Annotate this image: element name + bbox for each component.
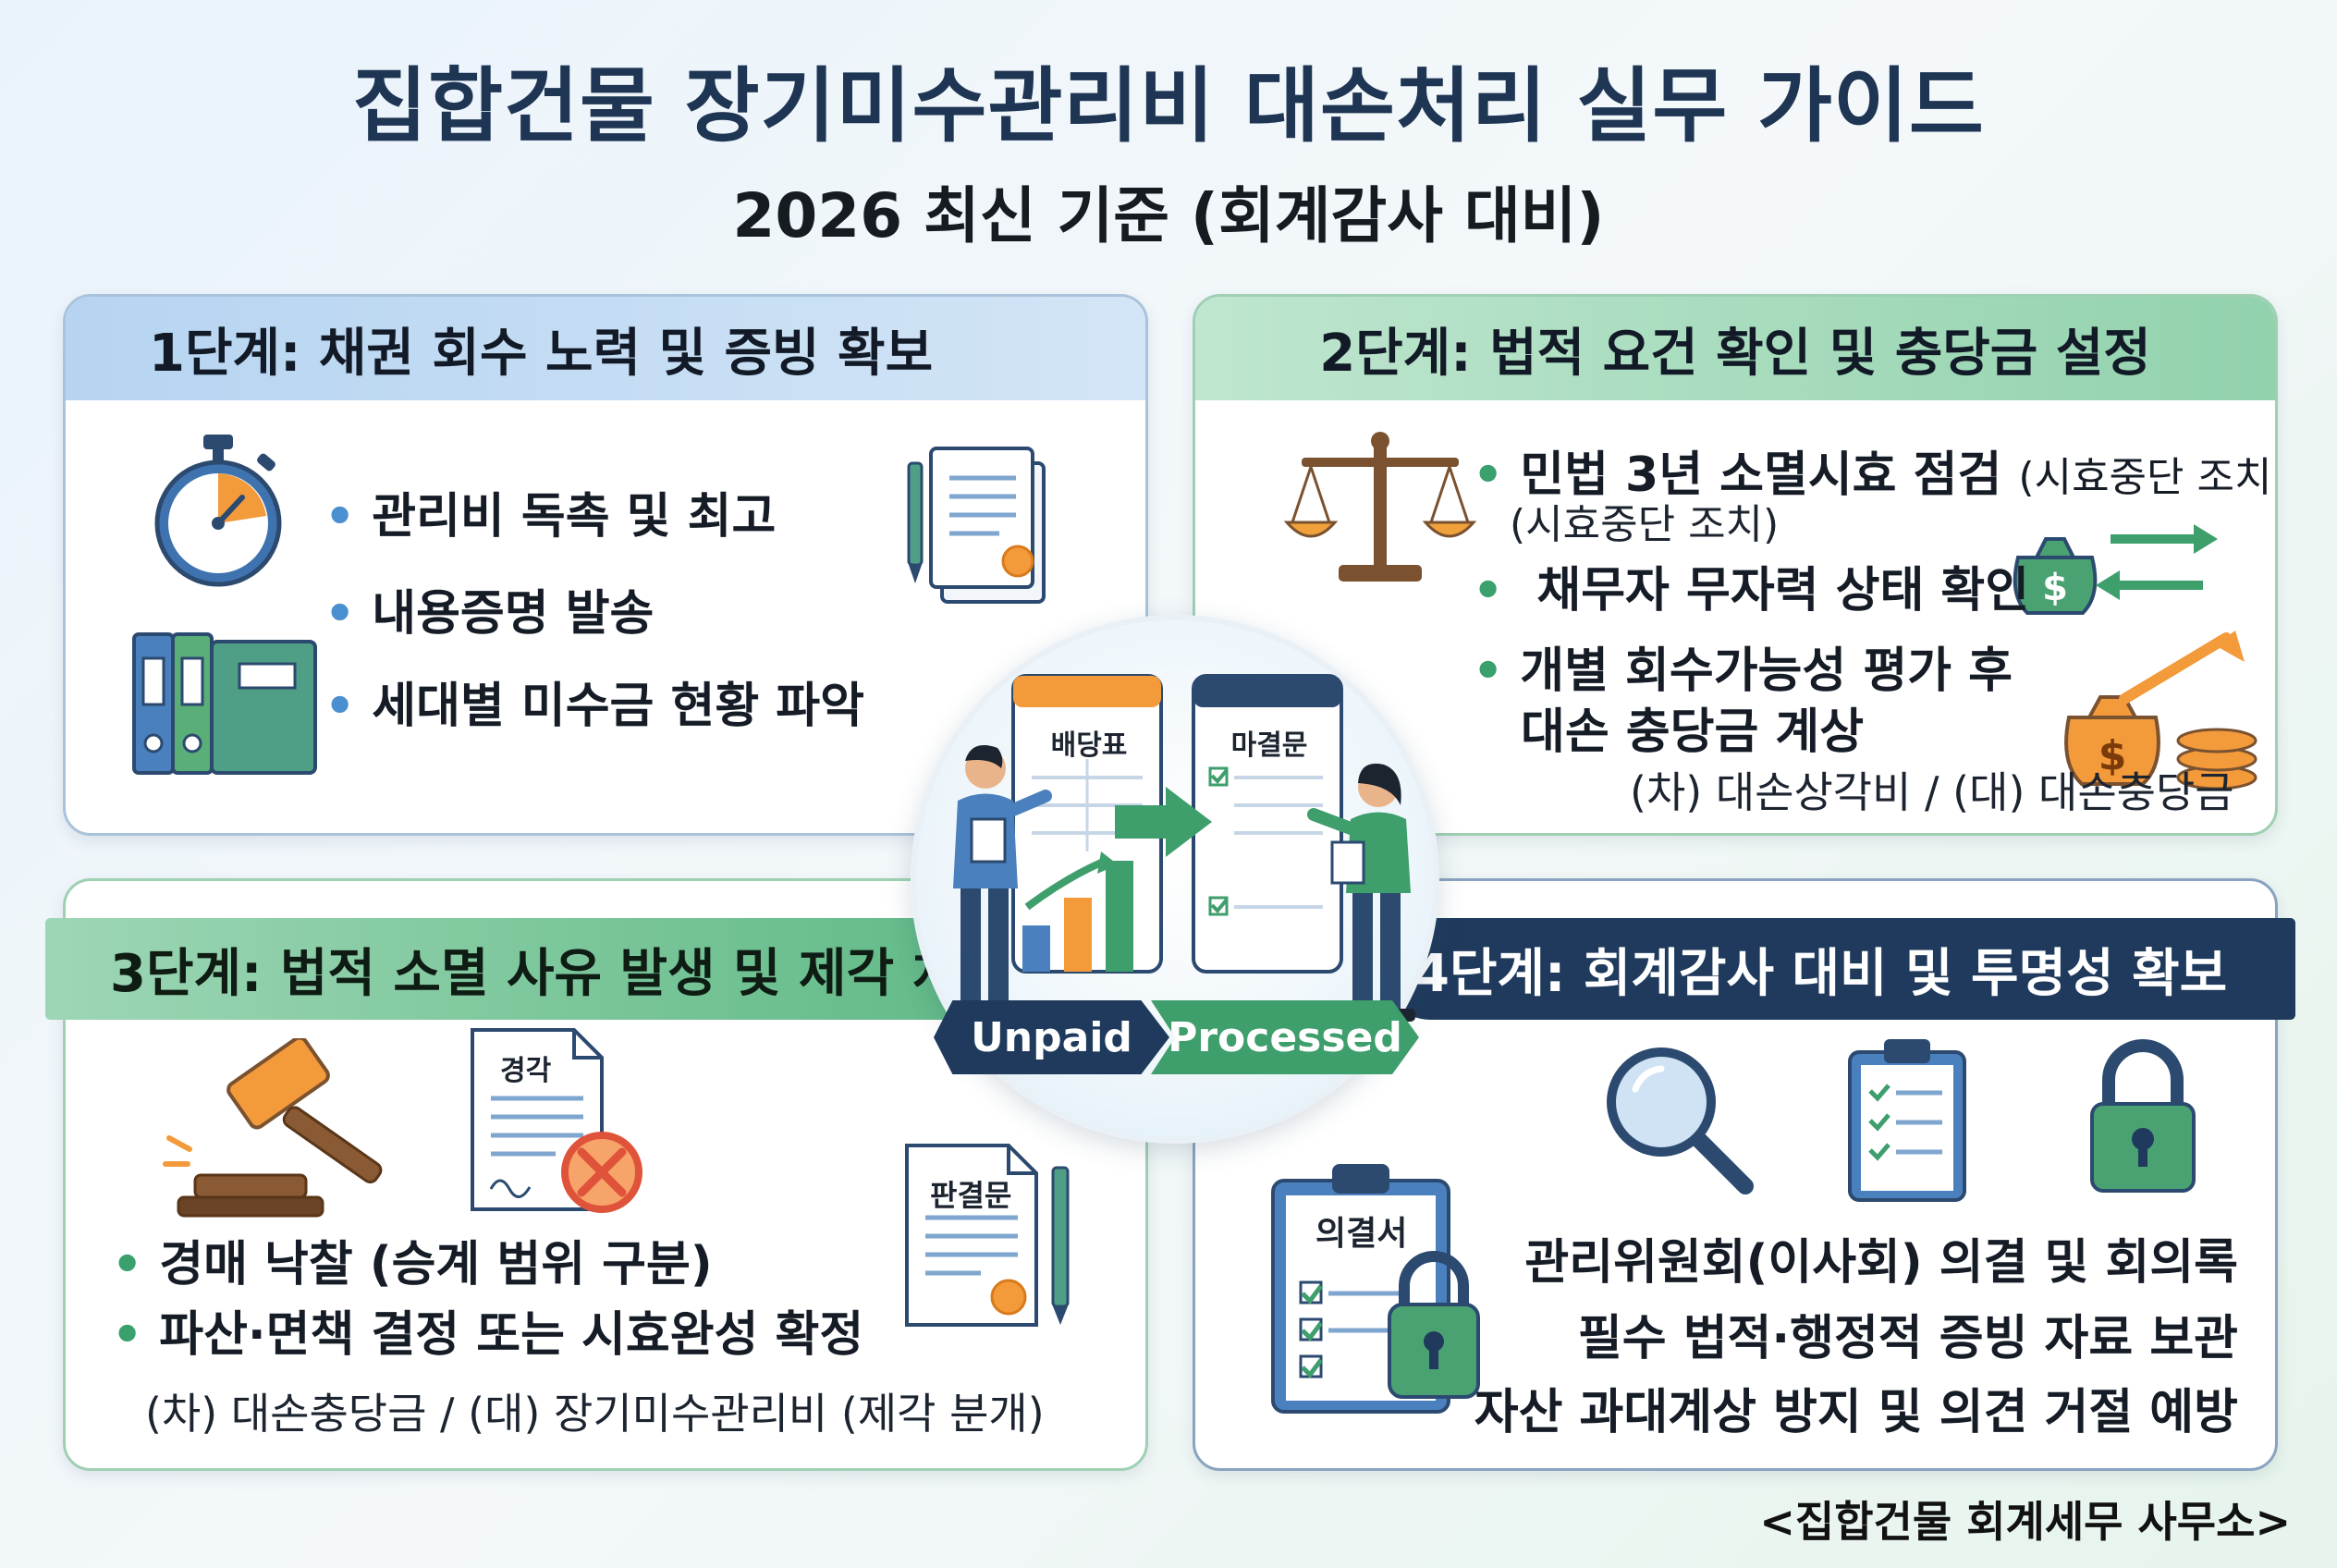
footer-credit: <집합건물 회계세무 사무소>: [1759, 1497, 2291, 1547]
step1-header: 1단계: 채권 회수 노력 및 증빙 확보: [66, 297, 1145, 400]
cancelled-document-icon: [471, 1028, 642, 1213]
resolution-document-label: 의결서: [1315, 1215, 1408, 1253]
step2-item-3-line2: 대손 충당금 계상: [1521, 704, 1865, 760]
page-title: 집합건물 장기미수관리비 대손처리 실무 가이드: [352, 58, 1985, 153]
step1-item-3: •세대별 미수금 현황 파악: [324, 679, 864, 734]
step2-panel: 2단계: 법적 요건 확인 및 충당금 설정 $ $ •민법 3년 소멸시효 점…: [1193, 294, 2278, 836]
step2-item-3: •개별 회수가능성 평가 후: [1473, 643, 2013, 699]
checklist-clipboard-icon: [1848, 1039, 1966, 1202]
step3-header: 3단계: 법적 소멸 사유 발생 및 제각 처리: [45, 918, 1016, 1020]
center-scene: [953, 674, 1415, 1022]
step4-item-1: 관리위원회(이사회) 의결 및 회의록: [1524, 1235, 2238, 1291]
step1-item-2: •내용증명 발송: [324, 586, 655, 642]
judgment-document-label: 판결문: [930, 1178, 1012, 1213]
board-left-label: 배당표: [1050, 729, 1128, 762]
scales-of-justice-icon: [1283, 432, 1477, 582]
step4-panel: 4단계: 회계감사 대비 및 투명성 확보: [1193, 878, 2295, 1471]
money-growth-icon: $: [2064, 631, 2257, 790]
tag-processed: Processed: [1151, 1000, 1419, 1074]
step2-item-1: •민법 3년 소멸시효 점검 (시효중단 조치): [1473, 435, 2278, 505]
judgment-document-icon: [905, 1144, 1070, 1327]
binders-icon: [132, 632, 317, 775]
step2-item-1-note2: (시효중단 조치): [1510, 501, 1780, 548]
step1-panel: 1단계: 채권 회수 노력 및 증빙 확보 •관리비 독촉 및 최고 •내용증명…: [63, 294, 1148, 836]
stopwatch-icon: [154, 435, 282, 587]
step2-journal: (차) 대손상각비 / (대) 대손충당금: [1630, 767, 2234, 817]
step3-item-2: •파산·면책 결정 또는 시효완성 확정: [112, 1307, 864, 1363]
step2-item-2: • 채무자 무자력 상태 확인: [1473, 563, 2030, 619]
magnifier-icon: [1607, 1047, 1754, 1194]
board-right-label: 마결문: [1230, 729, 1308, 762]
money-exchange-icon: $: [2013, 524, 2218, 615]
padlock-icon: [2090, 1039, 2196, 1193]
svg-text:$: $: [2098, 732, 2127, 779]
cancelled-document-label: 경각: [500, 1055, 552, 1087]
step2-header: 2단계: 법적 요건 확인 및 충당금 설정: [1195, 297, 2275, 400]
tag-unpaid: Unpaid: [934, 1000, 1169, 1074]
step3-item-1: •경매 낙찰 (승계 범위 구분): [112, 1237, 713, 1292]
resolution-clipboard-lock-icon: [1271, 1164, 1480, 1414]
step4-item-2: 필수 법적·행정적 증빙 자료 보관: [1577, 1311, 2238, 1366]
step4-item-3: 자산 과대계상 방지 및 의견 거절 예방: [1474, 1385, 2238, 1440]
svg-text:$: $: [2042, 567, 2068, 609]
page-subtitle: 2026 최신 기준 (회계감사 대비): [732, 180, 1605, 251]
step3-journal: (차) 대손충당금 / (대) 장기미수관리비 (제각 분개): [145, 1389, 1045, 1439]
step4-header: 4단계: 회계감사 대비 및 투명성 확보: [1380, 918, 2295, 1020]
step1-item-1: •관리비 독촉 및 최고: [324, 489, 777, 545]
gavel-icon: [163, 1038, 383, 1218]
step2-item-1-note: (시효중단 조치): [2018, 454, 2278, 501]
document-pen-icon: [907, 447, 1046, 604]
